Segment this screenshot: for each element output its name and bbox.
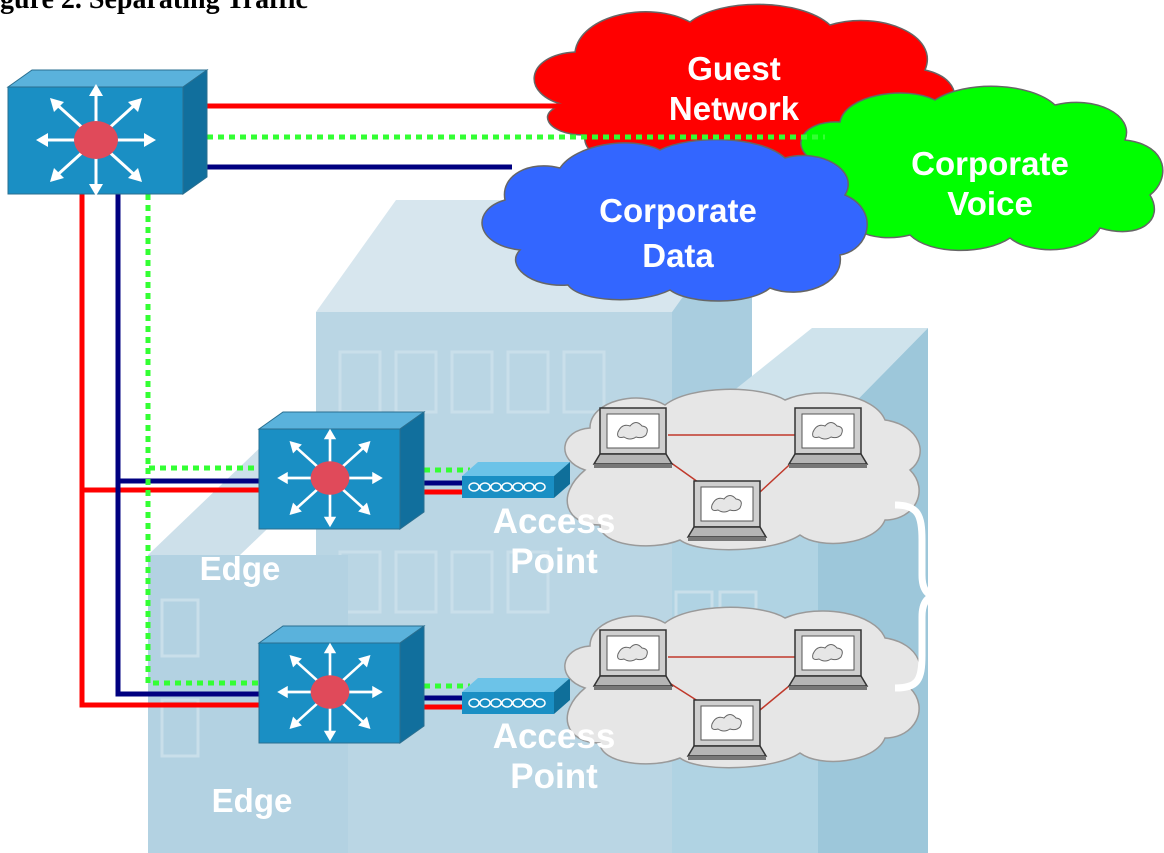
- laptop-icon: [687, 480, 767, 542]
- client-cloud-1: [564, 388, 921, 551]
- edge-switch-icon: [257, 411, 426, 530]
- edge-label-2: Edge: [212, 782, 293, 819]
- laptop-icon: [788, 407, 868, 469]
- laptop-icon: [593, 407, 673, 469]
- figure-caption: gure 2. Separating Traffic: [0, 0, 308, 16]
- edge-switch-icon: [257, 625, 426, 744]
- link-red-edge-2: [79, 490, 263, 708]
- edge-label-1: Edge: [200, 550, 281, 587]
- link-green-edge-1: [145, 194, 263, 471]
- access-point-icon: [462, 462, 570, 498]
- access-point-icon: [462, 678, 570, 714]
- laptop-icon: [687, 699, 767, 761]
- laptop-icon: [788, 629, 868, 691]
- traffic-links: [79, 103, 825, 710]
- link-blue-edge-2: [115, 481, 263, 697]
- laptop-icon: [593, 629, 673, 691]
- link-blue-edge-1: [115, 194, 263, 484]
- core-switch-icon: [6, 69, 209, 198]
- link-green-edge-2: [145, 468, 263, 686]
- brace-icon: [894, 501, 937, 692]
- client-cloud-2: [564, 606, 921, 769]
- link-red-edge-1: [79, 194, 263, 493]
